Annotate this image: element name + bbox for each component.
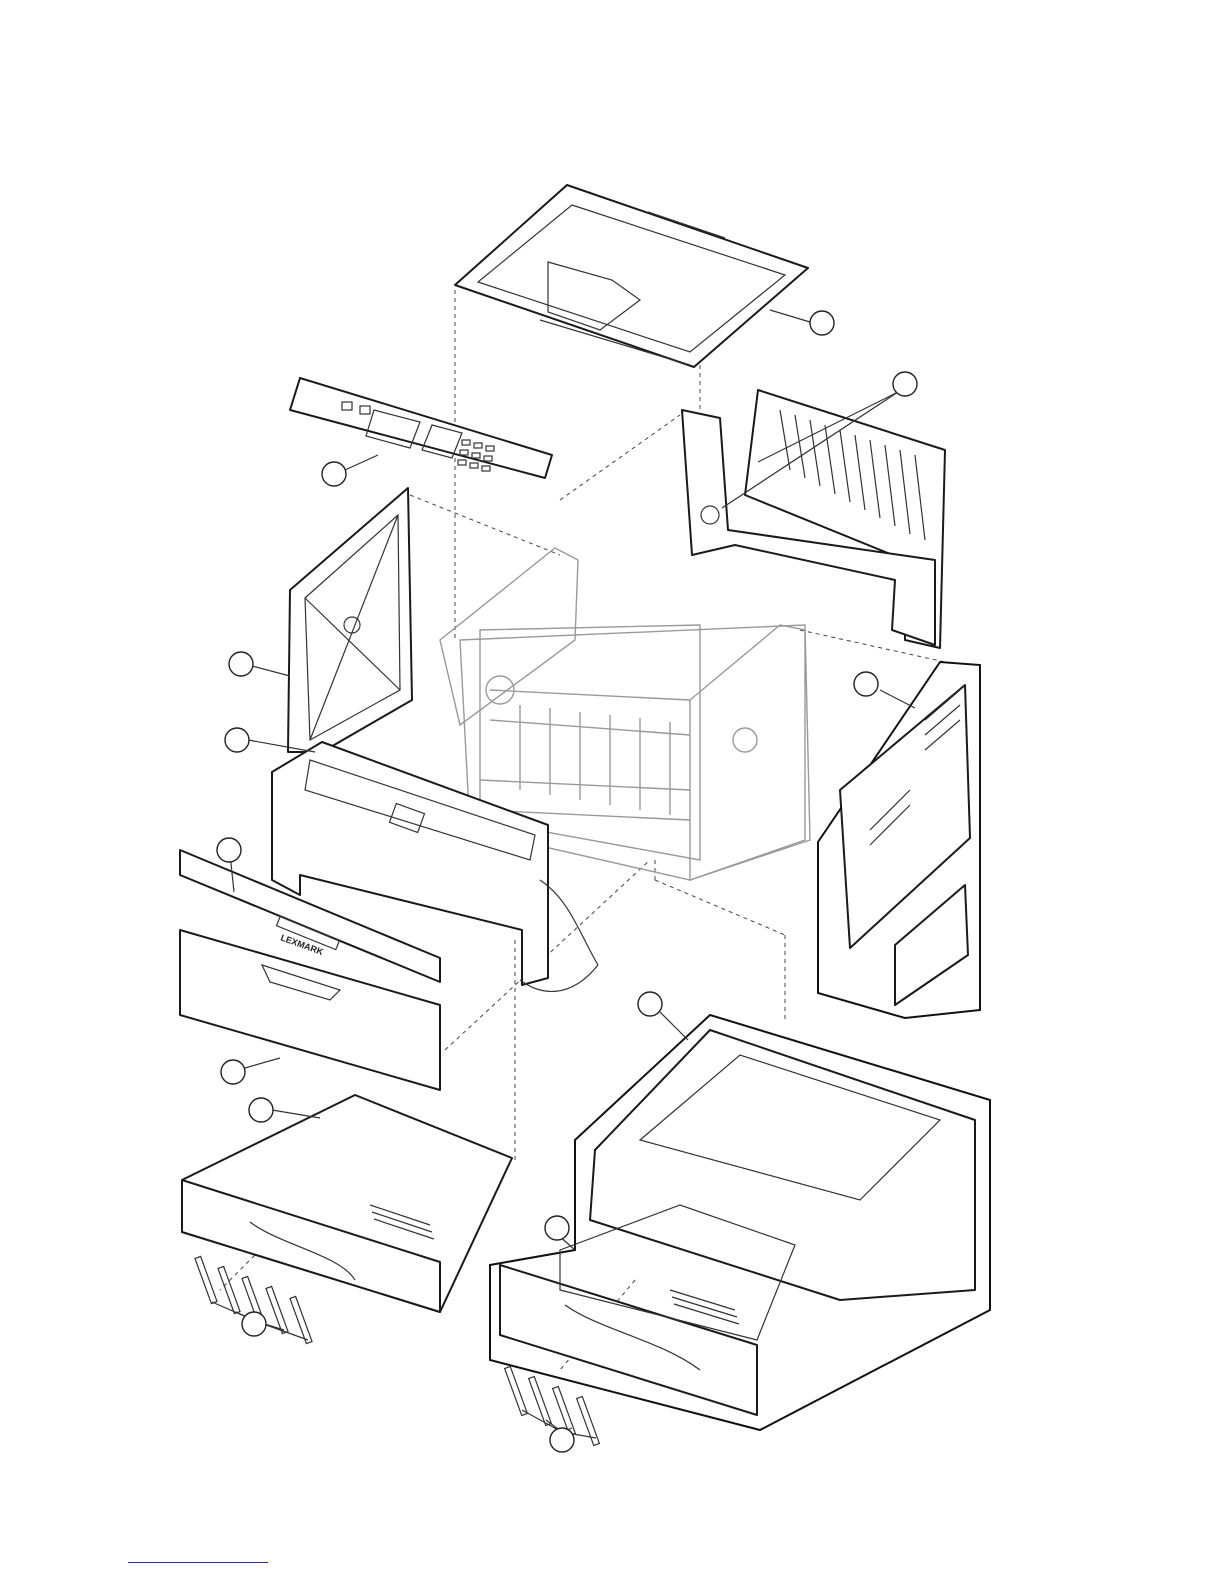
- callout-front-door: [221, 1060, 245, 1084]
- callout-option-tray: [545, 1216, 569, 1240]
- rear-door: [682, 390, 945, 648]
- right-cover-kit: [818, 662, 980, 1018]
- callout-operator-panel-bezel: [322, 462, 346, 486]
- tray: [182, 1095, 512, 1312]
- callout-right-cover: [854, 672, 878, 696]
- footer-link-rule[interactable]: [128, 1562, 268, 1563]
- callout-option-tray-labels: [550, 1428, 574, 1452]
- callout-rear-door: [893, 372, 917, 396]
- callout-front-bezel: [217, 838, 241, 862]
- callout-front-access-frame: [225, 728, 249, 752]
- callout-top-cover: [810, 311, 834, 335]
- callout-tray: [249, 1098, 273, 1122]
- top-cover: [455, 185, 808, 367]
- left-cover: [288, 488, 412, 752]
- callout-option-drawer: [638, 992, 662, 1016]
- callout-left-cover: [229, 652, 253, 676]
- callout-tray-labels: [242, 1312, 266, 1336]
